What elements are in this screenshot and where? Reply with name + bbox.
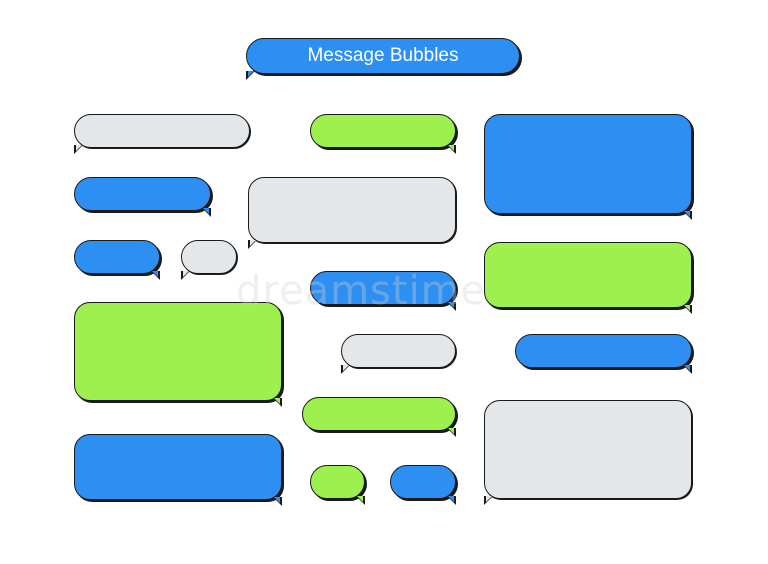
blue-bubble-medium bbox=[74, 177, 211, 217]
green-bubble-middle bbox=[302, 397, 456, 437]
title-bubble: Message Bubbles bbox=[246, 38, 520, 80]
green-bubble-tiny bbox=[310, 465, 365, 505]
green-bubble-medium-top bbox=[310, 114, 456, 154]
gray-bubble-large-middle bbox=[248, 177, 456, 249]
green-bubble-large bbox=[74, 302, 282, 407]
gray-bubble-middle bbox=[341, 334, 456, 374]
blue-bubble-small bbox=[74, 240, 160, 280]
blue-bubble-middle bbox=[310, 271, 456, 311]
green-bubble-right bbox=[484, 242, 692, 314]
blue-bubble-right-medium bbox=[515, 334, 692, 374]
gray-bubble-wide bbox=[74, 114, 250, 154]
title-text: Message Bubbles bbox=[307, 45, 459, 66]
blue-bubble-tiny bbox=[390, 465, 456, 505]
blue-bubble-right-large bbox=[484, 114, 692, 220]
blue-bubble-large bbox=[74, 434, 282, 506]
gray-bubble-tiny bbox=[181, 240, 237, 280]
gray-bubble-right-large bbox=[484, 400, 692, 505]
